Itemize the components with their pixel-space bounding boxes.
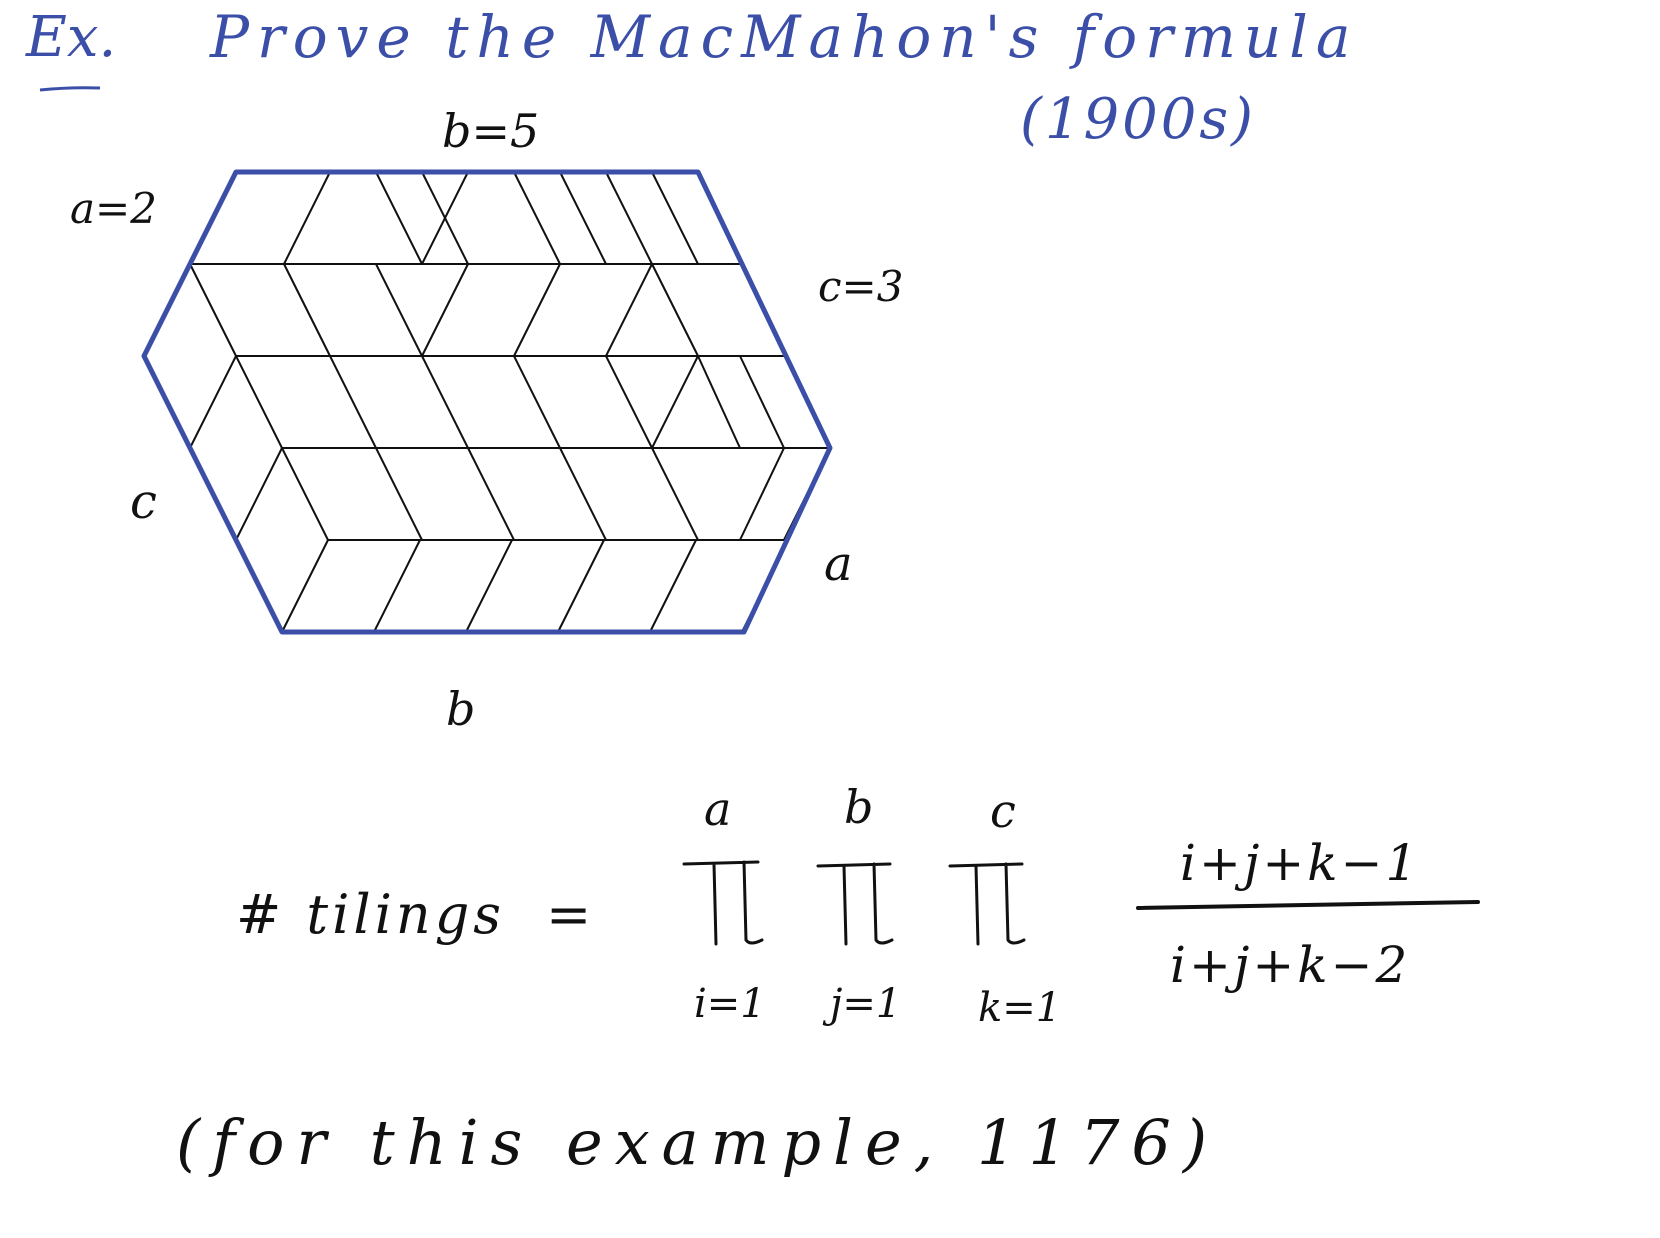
example-note: (for this example, 1176) [176,1106,1220,1179]
fraction-denominator: i+j+k−2 [1170,936,1411,994]
product-symbol-j [816,862,894,946]
fraction-bar [1136,900,1480,910]
page-title: Prove the MacMahon's formula [210,3,1359,71]
product-lower-i: i=1 [694,981,766,1027]
product-lower-j: j=1 [830,981,902,1027]
fraction-numerator: i+j+k−1 [1180,834,1421,892]
product-symbol-i [682,860,764,946]
product-lower-k: k=1 [978,985,1062,1031]
product-upper-a: a [704,782,732,836]
label-c-left: c [130,474,157,530]
product-upper-c: c [990,784,1016,838]
label-a-right: a [824,536,853,592]
formula-equals: = [546,883,592,946]
label-b-top: b=5 [442,104,540,158]
product-symbol-k [948,862,1026,946]
hexagon-outline [141,169,833,635]
product-upper-b: b [844,780,874,834]
label-a-top: a=2 [70,184,157,233]
rhombus-tiling-lines [189,171,831,633]
label-b-bottom: b [446,682,476,736]
year-note: (1900s) [1020,87,1256,152]
label-c-right: c=3 [818,262,904,311]
formula-lhs: # tilings [236,883,505,946]
ex-label: Ex. [26,5,117,70]
